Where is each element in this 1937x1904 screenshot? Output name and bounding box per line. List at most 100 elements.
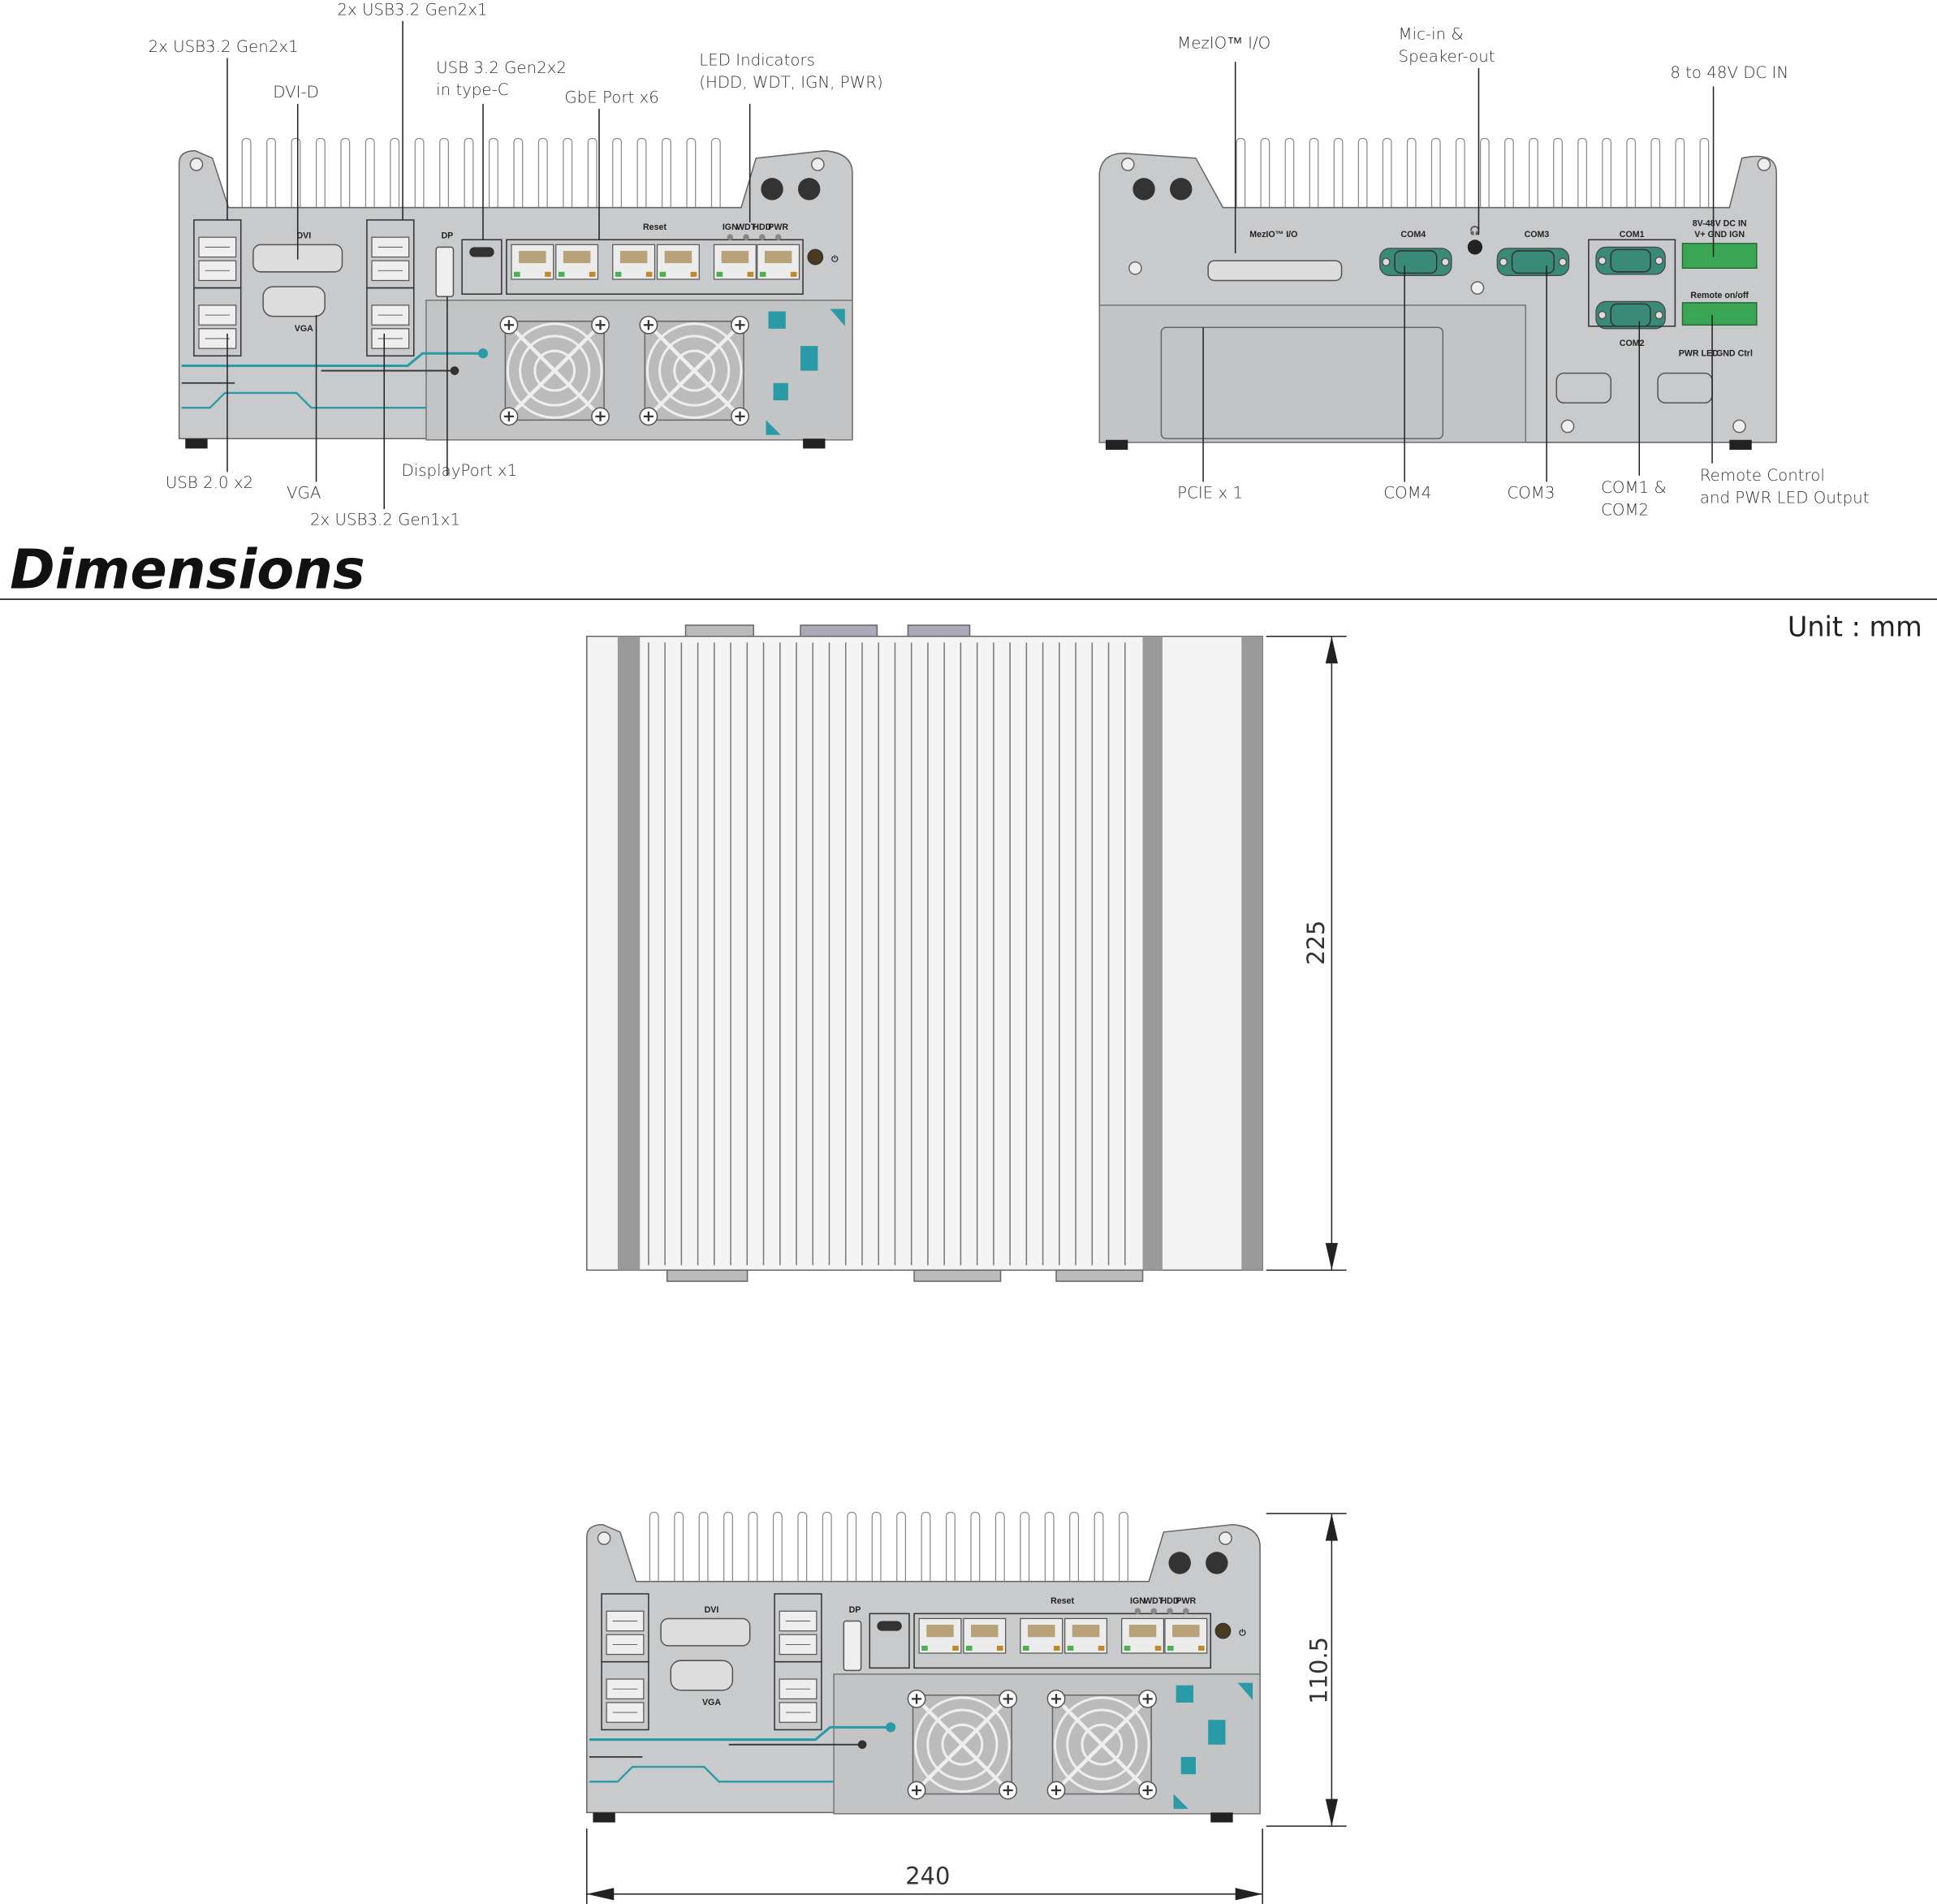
plus-icon (1050, 1694, 1062, 1704)
decorative-trace (181, 352, 482, 367)
width-value: 240 (905, 1863, 950, 1890)
heatsink-fin (291, 137, 301, 211)
dvi-label: DVI (705, 1605, 719, 1615)
remote-label: Remote on/off (1690, 291, 1749, 300)
fan-guard-ring (506, 322, 603, 419)
plus-icon (503, 320, 515, 330)
connector-outline (666, 1269, 748, 1282)
callout-usb32-gen2-right: 2x USB3.2 Gen2x1 (337, 0, 487, 19)
heatsink-fin (390, 137, 400, 211)
led-amber (545, 271, 551, 277)
heatsink-fin (414, 137, 425, 211)
heatsink-fin (1094, 1511, 1104, 1585)
vga-label: VGA (295, 324, 313, 334)
foot (1210, 1812, 1233, 1823)
connector-outline (800, 624, 878, 637)
heatsink-fin (1675, 137, 1685, 211)
light-pipe (1206, 1552, 1228, 1574)
usb-group-box (366, 287, 415, 357)
heatsink-fin (1357, 137, 1368, 211)
plus-icon (643, 320, 654, 330)
callout-typec-2: in type-C (436, 80, 508, 99)
heatsink-fin (266, 137, 276, 211)
plus-icon (1050, 1785, 1062, 1796)
fan-guard-ring (926, 1708, 999, 1781)
side-rail (617, 636, 641, 1271)
front-callouts: 2x USB3.2 Gen2x1 2x USB3.2 Gen2x1 DVI-D … (149, 0, 883, 529)
com1-port (1610, 248, 1651, 273)
lan-box (506, 239, 804, 295)
plus-icon (643, 411, 654, 421)
callout-typec-1: USB 3.2 Gen2x2 (436, 58, 567, 77)
dc-in-terminal (1681, 243, 1758, 270)
fan-module (425, 300, 853, 441)
fan-module (833, 1673, 1261, 1815)
led-green (965, 1645, 973, 1651)
callout-dcin: 8 to 48V DC IN (1670, 63, 1788, 82)
logo-block (1180, 1756, 1196, 1775)
heatsink-fin (315, 137, 326, 211)
headphone-icon: 🎧 (1469, 226, 1480, 236)
logo-block (1176, 1685, 1193, 1703)
heatsink-fin (587, 137, 597, 211)
fan-guard-cross (1061, 1703, 1143, 1785)
plus-icon (912, 1785, 922, 1796)
foot (1105, 439, 1128, 450)
led-green (1124, 1645, 1131, 1651)
led-amber (1154, 1645, 1162, 1651)
fan-guard-ring (533, 349, 576, 392)
top-view-heatsink (586, 624, 1263, 1282)
remote-terminal (1681, 302, 1758, 326)
mezio-connector (1207, 260, 1343, 282)
heatsink-fin (1626, 137, 1637, 211)
connector-outline (1055, 1269, 1144, 1282)
screw-icon (1120, 158, 1135, 171)
led-label-pwr: PWR (1176, 1596, 1196, 1606)
height-value: 110.5 (1305, 1637, 1332, 1704)
usb-c-port (877, 1621, 902, 1631)
heatsink-fin (1044, 1511, 1055, 1585)
heatsink-fin (1284, 137, 1295, 211)
foot (1729, 439, 1752, 450)
callout-pcie: PCIE x 1 (1177, 483, 1243, 502)
heatsink-fin (686, 137, 697, 211)
dvi-label: DVI (296, 231, 311, 241)
gnd-ctrl-label: GND Ctrl (1716, 348, 1753, 358)
led-amber (747, 271, 754, 277)
rj45-contacts (971, 1625, 999, 1638)
callout-led-1: LED Indicators (699, 51, 815, 70)
screw-icon (1470, 281, 1485, 295)
typec-box (461, 239, 503, 295)
usb-group-box (601, 1660, 649, 1731)
led-label-ign: IGN (1130, 1596, 1145, 1606)
screw-icon (1499, 257, 1508, 266)
status-led (759, 234, 766, 241)
dcin-label-2: V+ GND IGN (1694, 230, 1745, 240)
plus-icon (1142, 1694, 1153, 1704)
power-button (1214, 1622, 1232, 1639)
rj45-contacts (764, 250, 792, 264)
led-green (659, 271, 667, 277)
decorative-trace (181, 369, 454, 384)
heatsink-fin (1577, 137, 1587, 211)
heatsink-fin (1236, 137, 1246, 211)
displayport-port (843, 1620, 862, 1672)
heatsink-fin (871, 1511, 882, 1585)
displayport-port (435, 246, 455, 298)
foot (185, 438, 208, 449)
trace-dot (477, 348, 489, 359)
depth-value: 225 (1302, 920, 1330, 965)
screw-icon (1441, 257, 1450, 266)
heatsink-fin (439, 137, 449, 211)
fan-guard-ring (658, 335, 731, 407)
heatsink-fin (365, 137, 375, 211)
heatsink-fin (464, 137, 474, 211)
screw-icon (1558, 257, 1568, 266)
logo-block (1208, 1720, 1226, 1745)
status-led (1150, 1608, 1158, 1615)
rear-callouts: MezIO™ I/O Mic-in & Speaker-out 8 to 48V… (1177, 25, 1869, 520)
heatsink-fin (1455, 137, 1465, 211)
led-amber (996, 1645, 1003, 1651)
mezio-label: MezIO™ I/O (1249, 230, 1297, 240)
